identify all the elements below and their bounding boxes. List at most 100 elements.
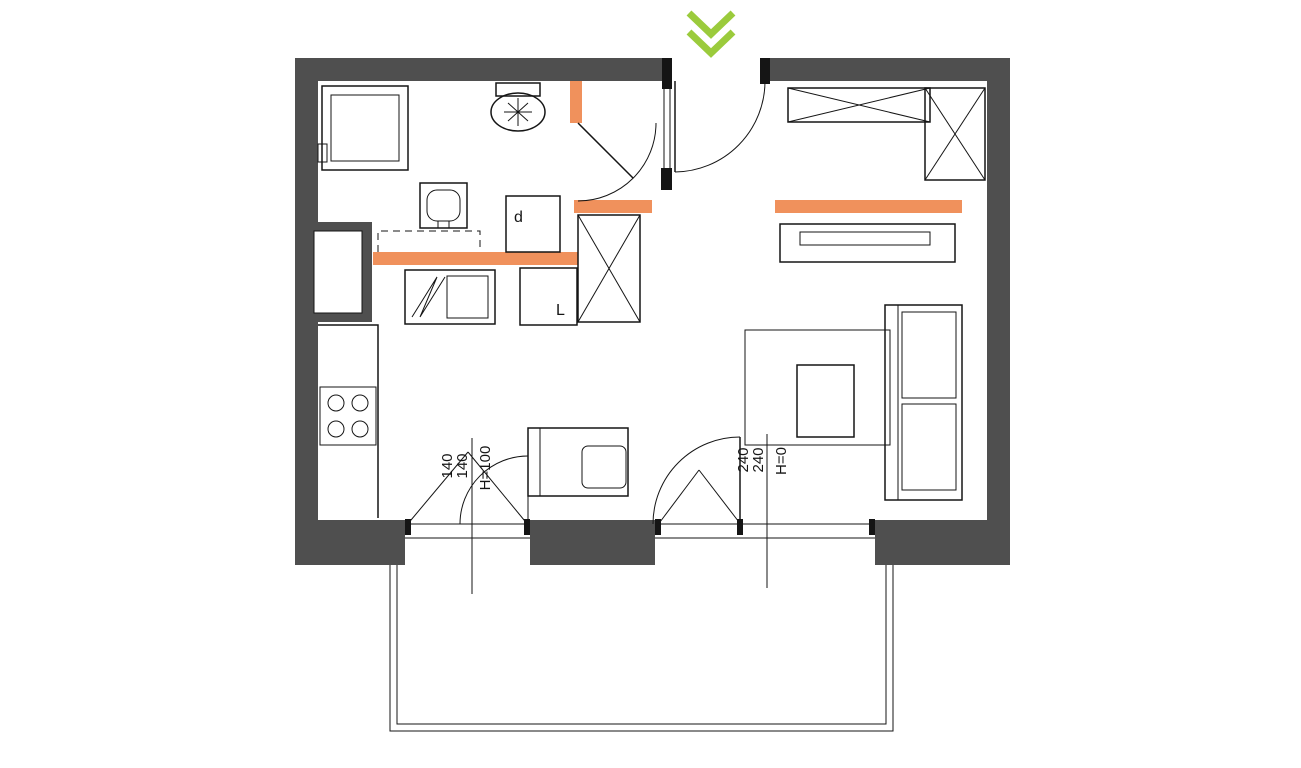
shower [317, 85, 409, 171]
sofa-cushion-2 [901, 403, 957, 491]
appliance-d-body [505, 195, 561, 253]
highlight-wall-kitchen [373, 252, 578, 265]
stove-burner-1 [327, 394, 345, 412]
stove-burner-4 [351, 420, 369, 438]
dim-left-width-a: 140 [439, 453, 456, 478]
sideboard-inner [799, 231, 931, 246]
bathroom-door [577, 122, 657, 202]
entrance-door-swing-arc [674, 80, 766, 173]
toilet-mark-d2 [507, 102, 529, 122]
entrance-door [661, 58, 770, 190]
sofa-outline [884, 304, 963, 501]
table-outline [527, 427, 629, 497]
hall-partition-end-block [661, 168, 672, 190]
window-left-tilt-2 [467, 451, 530, 527]
closet-outline [577, 214, 641, 323]
wardrobe-right-x2 [924, 87, 986, 181]
entrance-arrow [686, 10, 736, 58]
window-left-jamb-b [524, 519, 530, 535]
coffee-table [796, 364, 855, 438]
balcony [389, 565, 894, 732]
balcony-jamb-b [869, 519, 875, 535]
balcony-jamb-mid [737, 519, 743, 535]
counter-dashed-outline [377, 230, 481, 252]
balcony-door-window [652, 436, 875, 539]
toilet-tank [495, 82, 541, 97]
wardrobe-right-outline [924, 87, 986, 181]
balcony-jamb-a [655, 519, 661, 535]
highlight-wall-hall [574, 200, 652, 213]
stove-burner-3 [327, 420, 345, 438]
rug-outline [744, 329, 891, 446]
washbasin-bowl [426, 189, 461, 222]
shower-tray [321, 85, 409, 171]
toilet [490, 82, 546, 132]
stove-burner-2 [351, 394, 369, 412]
balcony-inner-edge [396, 565, 887, 725]
entrance-arrow-chevron-1 [686, 10, 736, 39]
closet-crossed [577, 214, 641, 323]
stove [319, 386, 377, 446]
coffee-table-area [744, 329, 891, 446]
entrance-jamb-right [760, 58, 770, 84]
highlight-wall-bath-vertical [570, 81, 582, 123]
wall-bottom-mid [530, 520, 655, 565]
appliance-d: d [505, 195, 561, 253]
bathroom-door-swing-arc [577, 122, 657, 202]
chair [581, 445, 627, 489]
dim-right-sill: H=0 [773, 447, 790, 475]
exterior-walls [295, 58, 1010, 565]
wall-top-left [295, 58, 668, 81]
sideboard [779, 223, 956, 263]
sofa [884, 304, 963, 501]
wall-bottom-left [295, 520, 405, 565]
washer-zigzag [411, 276, 446, 318]
balcony-outer-edge [389, 565, 894, 732]
bathroom-door-leaf [577, 122, 634, 179]
kitchen-counter-edge [318, 324, 379, 518]
shower-valve [317, 143, 328, 163]
wall-top-right [763, 58, 1010, 81]
duct-shaft [295, 222, 372, 322]
wardrobe-top [787, 87, 931, 123]
wall-right [987, 58, 1010, 565]
table-and-chair [527, 427, 629, 497]
wall-bottom-right [875, 520, 1010, 565]
window-left-jamb-a [405, 519, 411, 535]
dim-right-width-a: 240 [735, 447, 752, 472]
highlighted-walls [373, 81, 962, 265]
highlight-wall-bedroom [775, 200, 962, 213]
toilet-bowl [490, 92, 546, 132]
washer-outline [404, 269, 496, 325]
fridge-label: L [556, 302, 565, 319]
balcony-door-tilt-2 [698, 469, 743, 527]
wardrobe-top-outline [787, 87, 931, 123]
fridge-outline [519, 267, 578, 326]
washing-machine-unit [404, 269, 496, 325]
washbasin-tap [437, 220, 450, 229]
washbasin [419, 182, 468, 229]
entrance-arrow-chevron-2 [686, 29, 736, 58]
washer-inner [446, 275, 489, 319]
stove-outline [319, 386, 377, 446]
wardrobe-top-x2 [787, 87, 931, 123]
shower-inner [330, 94, 400, 162]
balcony-door-tilt-1 [656, 469, 700, 527]
fridge: L [519, 267, 578, 326]
dim-left-sill: H=100 [477, 446, 494, 491]
window-left [405, 451, 530, 539]
dim-right-width-b: 240 [750, 447, 767, 472]
balcony-door-swing-arc [652, 436, 741, 525]
window-left-tilt-1 [405, 451, 469, 527]
window-left-swing-arc [459, 455, 529, 525]
dimension-left: 140 140 H=100 [439, 438, 494, 594]
wardrobe-right [924, 87, 986, 181]
dimension-right: 240 240 H=0 [735, 434, 790, 588]
sofa-cushion-1 [901, 311, 957, 399]
entrance-jamb-left [662, 58, 672, 89]
sideboard-outline [779, 223, 956, 263]
dim-left-width-b: 140 [454, 453, 471, 478]
duct-shaft-opening [313, 230, 363, 314]
closet-diagonal-2 [577, 214, 641, 323]
